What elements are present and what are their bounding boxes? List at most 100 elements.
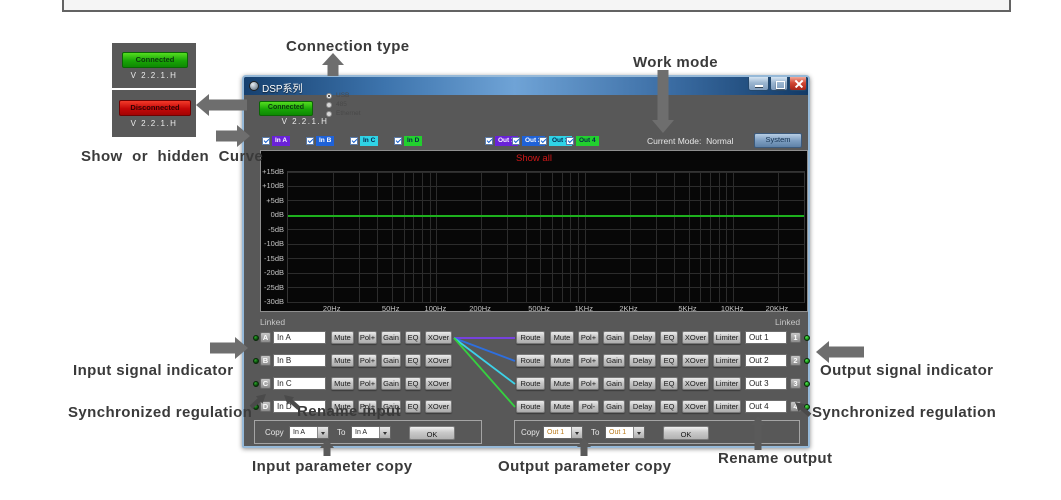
checkbox-in-b[interactable]: In B (306, 135, 335, 146)
gain-button[interactable]: Gain (603, 354, 625, 367)
grid-line (718, 172, 720, 302)
checkbox-in-a[interactable]: In A (262, 135, 291, 146)
output-name-field[interactable] (745, 331, 787, 344)
xover-button[interactable]: XOver (425, 354, 452, 367)
output-link-button[interactable]: 1 (790, 332, 801, 343)
dropdown-arrow-icon[interactable] (379, 427, 390, 438)
mute-button[interactable]: Mute (550, 400, 574, 413)
gain-button[interactable]: Gain (603, 331, 625, 344)
limiter-button[interactable]: Limiter (713, 354, 741, 367)
gain-button[interactable]: Gain (603, 400, 625, 413)
mute-button[interactable]: Mute (331, 400, 354, 413)
xover-button[interactable]: XOver (682, 331, 709, 344)
delay-button[interactable]: Delay (629, 377, 656, 390)
input-name-field[interactable] (273, 354, 326, 367)
polarity-button[interactable]: Pol+ (358, 354, 377, 367)
polarity-button[interactable]: Pol- (578, 400, 599, 413)
output-name-field[interactable] (745, 377, 787, 390)
output-link-button[interactable]: 2 (790, 355, 801, 366)
delay-button[interactable]: Delay (629, 331, 656, 344)
route-button[interactable]: Route (516, 400, 545, 413)
limiter-button[interactable]: Limiter (713, 377, 741, 390)
limiter-button[interactable]: Limiter (713, 400, 741, 413)
delay-button[interactable]: Delay (629, 400, 656, 413)
eq-button[interactable]: EQ (660, 400, 678, 413)
input-link-button[interactable]: C (260, 378, 271, 389)
polarity-button[interactable]: Pol+ (358, 377, 377, 390)
close-button[interactable] (789, 77, 807, 91)
radio-ethernet[interactable]: Ethernet (326, 110, 361, 117)
radio-485[interactable]: 485 (326, 101, 347, 108)
xover-button[interactable]: XOver (425, 400, 452, 413)
mute-button[interactable]: Mute (550, 331, 574, 344)
output-name-field[interactable] (745, 354, 787, 367)
polarity-button[interactable]: Pol+ (578, 377, 599, 390)
output-copy-to-dropdown[interactable]: Out 1 (605, 426, 645, 439)
xover-button[interactable]: XOver (682, 354, 709, 367)
polarity-button[interactable]: Pol+ (578, 354, 599, 367)
eq-button[interactable]: EQ (660, 377, 678, 390)
maximize-button[interactable] (770, 77, 788, 91)
eq-button[interactable]: EQ (660, 354, 678, 367)
delay-button[interactable]: Delay (629, 354, 656, 367)
arrow-left-output-signal (816, 341, 864, 363)
mute-button[interactable]: Mute (331, 354, 354, 367)
input-name-field[interactable] (273, 331, 326, 344)
route-button[interactable]: Route (516, 331, 545, 344)
input-link-button[interactable]: A (260, 332, 271, 343)
system-button[interactable]: System (754, 133, 802, 148)
eq-button[interactable]: EQ (405, 377, 421, 390)
gain-button[interactable]: Gain (603, 377, 625, 390)
legend-connected-button: Connected (122, 52, 188, 68)
gain-button[interactable]: Gain (381, 377, 401, 390)
eq-button[interactable]: EQ (660, 331, 678, 344)
dropdown-arrow-icon[interactable] (571, 427, 582, 438)
grid-line (422, 172, 423, 302)
limiter-button[interactable]: Limiter (713, 331, 741, 344)
polarity-button[interactable]: Pol+ (578, 331, 599, 344)
checkbox-icon (394, 136, 402, 145)
gain-button[interactable]: Gain (381, 331, 401, 344)
route-button[interactable]: Route (516, 377, 545, 390)
gain-button[interactable]: Gain (381, 354, 401, 367)
dropdown-arrow-icon[interactable] (317, 427, 328, 438)
connect-status-button[interactable]: Connected (259, 101, 313, 116)
checkbox-out-1[interactable]: Out 1 (485, 135, 518, 146)
output-copy-from-dropdown[interactable]: Out 1 (543, 426, 583, 439)
eq-button[interactable]: EQ (405, 331, 421, 344)
grid-line (700, 172, 702, 302)
mute-button[interactable]: Mute (331, 331, 354, 344)
show-all-label[interactable]: Show all (516, 153, 552, 164)
route-button[interactable]: Route (516, 354, 545, 367)
gain-button[interactable]: Gain (381, 400, 401, 413)
checkbox-in-d[interactable]: In D (394, 135, 423, 146)
output-copy-ok-button[interactable]: OK (663, 426, 709, 440)
checkbox-out-4[interactable]: Out 4 (566, 135, 599, 146)
radio-usb[interactable]: USB (326, 92, 349, 99)
input-copy-ok-button[interactable]: OK (409, 426, 455, 440)
xover-button[interactable]: XOver (425, 331, 452, 344)
mute-button[interactable]: Mute (331, 377, 354, 390)
output-link-button[interactable]: 3 (790, 378, 801, 389)
eq-button[interactable]: EQ (405, 354, 421, 367)
dropdown-arrow-icon[interactable] (633, 427, 644, 438)
polarity-button[interactable]: Pol+ (358, 331, 377, 344)
checkbox-out-3[interactable]: Out 3 (539, 135, 572, 146)
mute-button[interactable]: Mute (550, 354, 574, 367)
polarity-button[interactable]: Pol+ (358, 400, 377, 413)
input-copy-from-dropdown[interactable]: In A (289, 426, 329, 439)
minimize-button[interactable] (748, 77, 769, 91)
xover-button[interactable]: XOver (682, 400, 709, 413)
xover-button[interactable]: XOver (425, 377, 452, 390)
checkbox-out-2[interactable]: Out 2 (512, 135, 545, 146)
mute-button[interactable]: Mute (550, 377, 574, 390)
eq-button[interactable]: EQ (405, 400, 421, 413)
input-link-button[interactable]: B (260, 355, 271, 366)
output-link-button[interactable]: 4 (790, 401, 801, 412)
input-name-field[interactable] (273, 377, 326, 390)
checkbox-in-c[interactable]: In C (350, 135, 379, 146)
output-name-field[interactable] (745, 400, 787, 413)
input-copy-to-dropdown[interactable]: In A (351, 426, 391, 439)
xover-button[interactable]: XOver (682, 377, 709, 390)
label-synchronized-regulation-left: Synchronized regulation (68, 404, 253, 421)
